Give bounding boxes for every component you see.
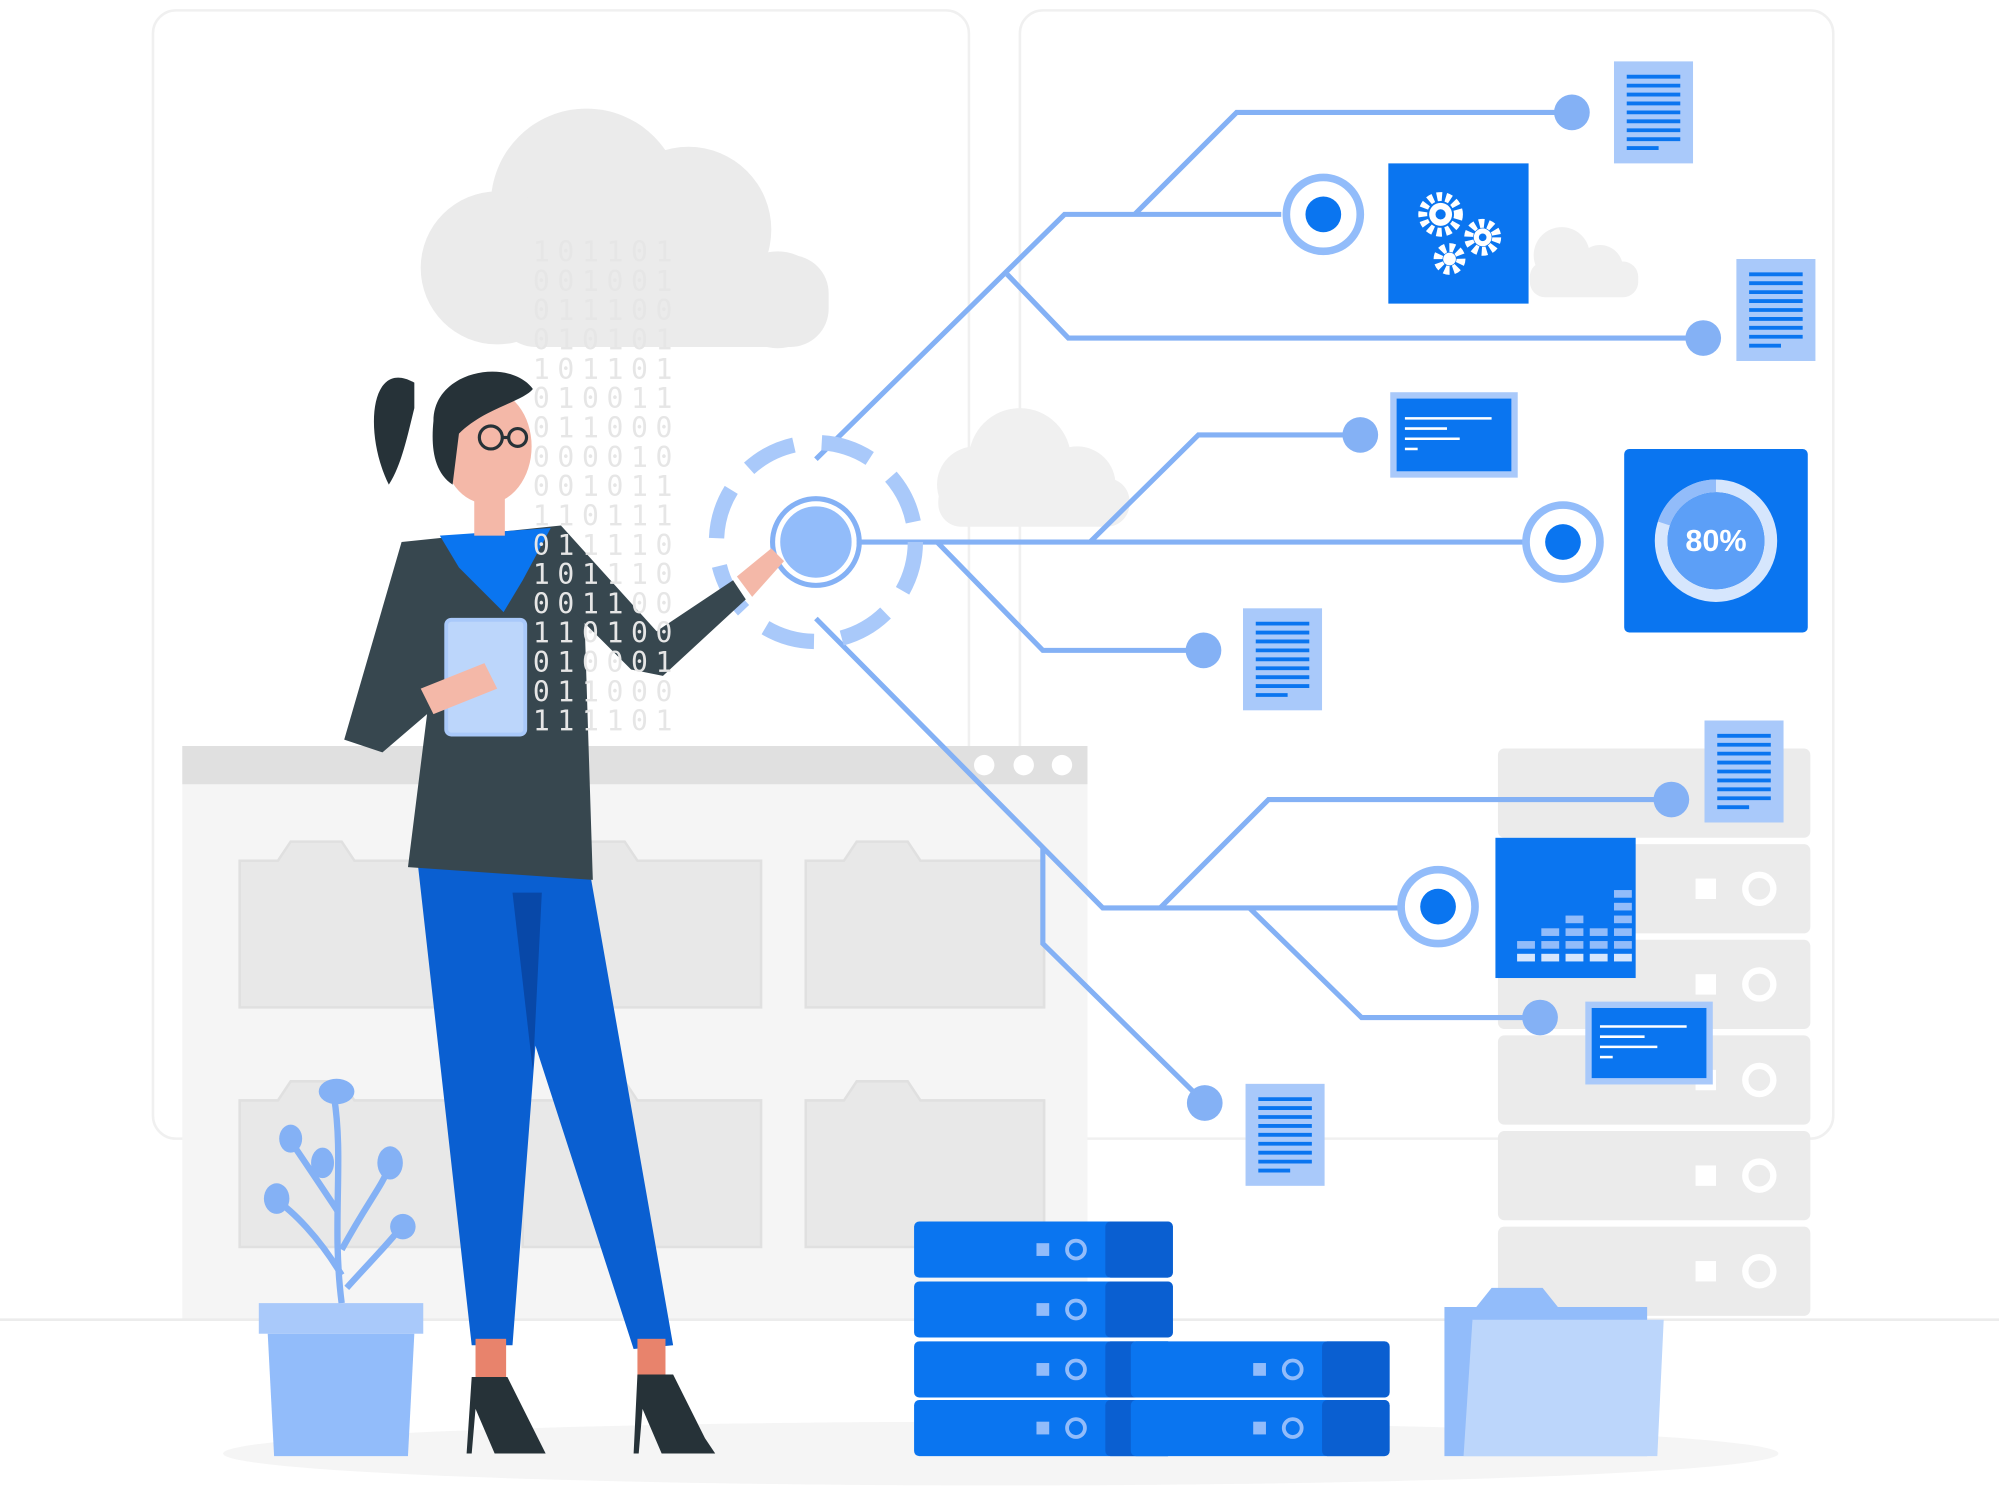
folder-icon [1444, 1287, 1664, 1457]
server-stack [914, 1221, 1390, 1457]
bar-chart-block [1613, 915, 1632, 924]
target-rings [1282, 173, 1604, 948]
window-dot [974, 754, 995, 776]
gear-icon [1418, 192, 1502, 275]
progress-label: 80% [1685, 524, 1746, 558]
binary-row: 110100 [533, 617, 680, 650]
bar-chart-block [1565, 915, 1584, 924]
binary-row: 000010 [533, 441, 680, 474]
binary-row: 010101 [533, 324, 680, 357]
bar-chart-block [1613, 941, 1632, 949]
bar-chart-block [1565, 941, 1584, 949]
binary-row: 011000 [533, 675, 680, 708]
binary-row: 011100 [533, 294, 680, 327]
node-dot [1186, 1085, 1223, 1121]
documents [1243, 61, 1816, 1186]
rack-unit [1497, 1131, 1811, 1221]
window-dot [1051, 754, 1073, 776]
bar-chart-block [1613, 902, 1632, 911]
folder-icon [238, 840, 480, 1009]
binary-row: 101101 [533, 236, 680, 269]
glasses-icon [477, 424, 529, 451]
bar-chart-block [1613, 890, 1632, 898]
node-dot [1522, 999, 1558, 1036]
document-icon [1243, 608, 1323, 711]
bar-chart-block [1589, 928, 1608, 936]
node-dot [1653, 781, 1690, 818]
server-unit [1130, 1341, 1390, 1398]
high-heel [466, 1377, 546, 1454]
rack-button [1742, 871, 1777, 906]
rack-button [1742, 1062, 1777, 1098]
binary-row: 011110 [533, 529, 680, 562]
server-unit [1130, 1400, 1390, 1457]
node-dot [1685, 320, 1722, 356]
progress-widget: 80% [1624, 448, 1808, 633]
rack-button [1742, 967, 1777, 1002]
rack-unit [1497, 1226, 1811, 1316]
server-unit [914, 1221, 1173, 1278]
rack-button [1742, 1158, 1777, 1193]
binary-row: 011000 [533, 411, 680, 444]
binary-rain: 1011010010010111000101011011010100110110… [533, 236, 680, 738]
bar-chart-block [1565, 953, 1584, 962]
high-heel [633, 1374, 716, 1454]
window-dot [1013, 754, 1034, 776]
small-cloud-icon [937, 408, 1130, 527]
binary-row: 010011 [533, 382, 680, 415]
bar-chart-block [1613, 928, 1632, 936]
bar-chart-block [1589, 941, 1608, 949]
binary-row: 101110 [533, 558, 680, 591]
rack-indicator [1695, 878, 1716, 899]
bar-chart-panel [1495, 837, 1636, 979]
rack-indicator [1695, 1261, 1716, 1282]
binary-row: 001001 [533, 265, 680, 298]
document-icon [1704, 720, 1784, 823]
rack-indicator [1695, 1165, 1716, 1186]
bar-chart-block [1541, 941, 1560, 949]
potted-plant [258, 1078, 424, 1457]
document-icon [1613, 61, 1694, 164]
plant-pot [258, 1303, 424, 1334]
folder-icon [804, 840, 1046, 1009]
rack-button [1742, 1254, 1777, 1289]
folder-icon [804, 1080, 1046, 1249]
document-icon [1736, 258, 1816, 361]
settings-panel [1388, 163, 1529, 304]
bar-chart-block [1517, 941, 1535, 949]
connection-nodes [1185, 94, 1722, 1121]
binary-row: 101101 [533, 353, 680, 386]
progress-arc [1654, 479, 1778, 602]
binary-row: 111101 [533, 705, 680, 738]
server-unit [914, 1281, 1173, 1338]
node-dot [1342, 417, 1379, 453]
network-connections [814, 109, 1702, 1105]
bar-chart-block [1565, 928, 1584, 936]
binary-row: 001100 [533, 587, 680, 620]
bar-chart-block [1589, 953, 1608, 962]
document-icon [1245, 1083, 1325, 1186]
rack-indicator [1695, 974, 1716, 995]
cloud-icon [420, 108, 829, 349]
bar-chart-block [1541, 928, 1560, 936]
node-dot [1554, 94, 1590, 131]
binary-row: 001011 [533, 470, 680, 503]
bar-chart-block [1541, 953, 1560, 962]
node-dot [1185, 632, 1222, 669]
code-screen [1390, 392, 1518, 478]
binary-row: 110111 [533, 499, 680, 532]
woman-figure [344, 371, 785, 1454]
binary-row: 010001 [533, 646, 680, 679]
bar-chart-block [1517, 953, 1535, 962]
small-cloud-icon [1529, 227, 1639, 298]
bar-chart-block [1613, 953, 1632, 962]
code-screen [1585, 1001, 1713, 1085]
